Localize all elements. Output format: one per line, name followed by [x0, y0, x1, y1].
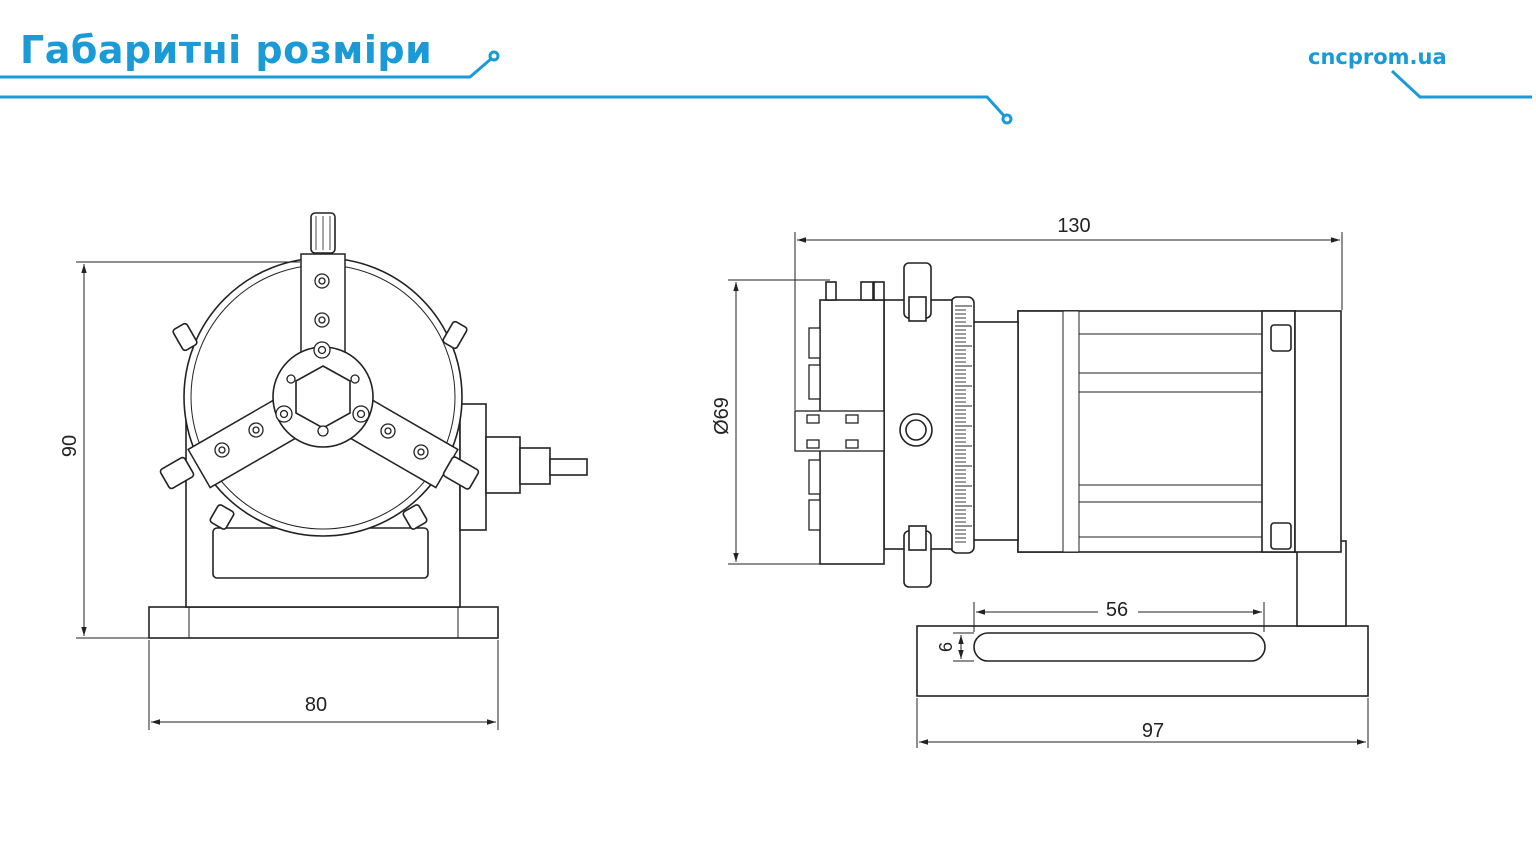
side-view — [794, 262, 1369, 697]
side-jaws — [794, 327, 885, 531]
header-decoration — [0, 50, 1532, 125]
page-title: Габаритні розміри — [20, 28, 433, 72]
motor-fins — [1079, 333, 1262, 538]
graduated-ring — [950, 296, 975, 554]
chuck-key-handles — [159, 212, 480, 530]
dim-width: 80 — [305, 694, 327, 716]
front-view — [148, 212, 588, 639]
site-link[interactable]: cncprom.ua — [1308, 45, 1447, 69]
chuck-jaws — [187, 253, 459, 489]
jaw-screws — [214, 273, 429, 460]
motor-end-plate — [1294, 310, 1342, 553]
dim-base-length: 97 — [1142, 720, 1164, 742]
cable — [549, 458, 588, 476]
front-base-plate — [148, 606, 499, 639]
dim-diameter: Ø69 — [711, 397, 733, 435]
dim-height: 90 — [59, 435, 81, 457]
dim-length: 130 — [1057, 215, 1090, 237]
front-dimensions — [76, 261, 499, 730]
graduation-ticks — [955, 305, 972, 543]
base-slot — [973, 632, 1266, 662]
dim-slot-length: 56 — [1106, 599, 1128, 621]
rear-upright — [1296, 540, 1347, 627]
dim-slot-width: 6 — [936, 642, 956, 652]
